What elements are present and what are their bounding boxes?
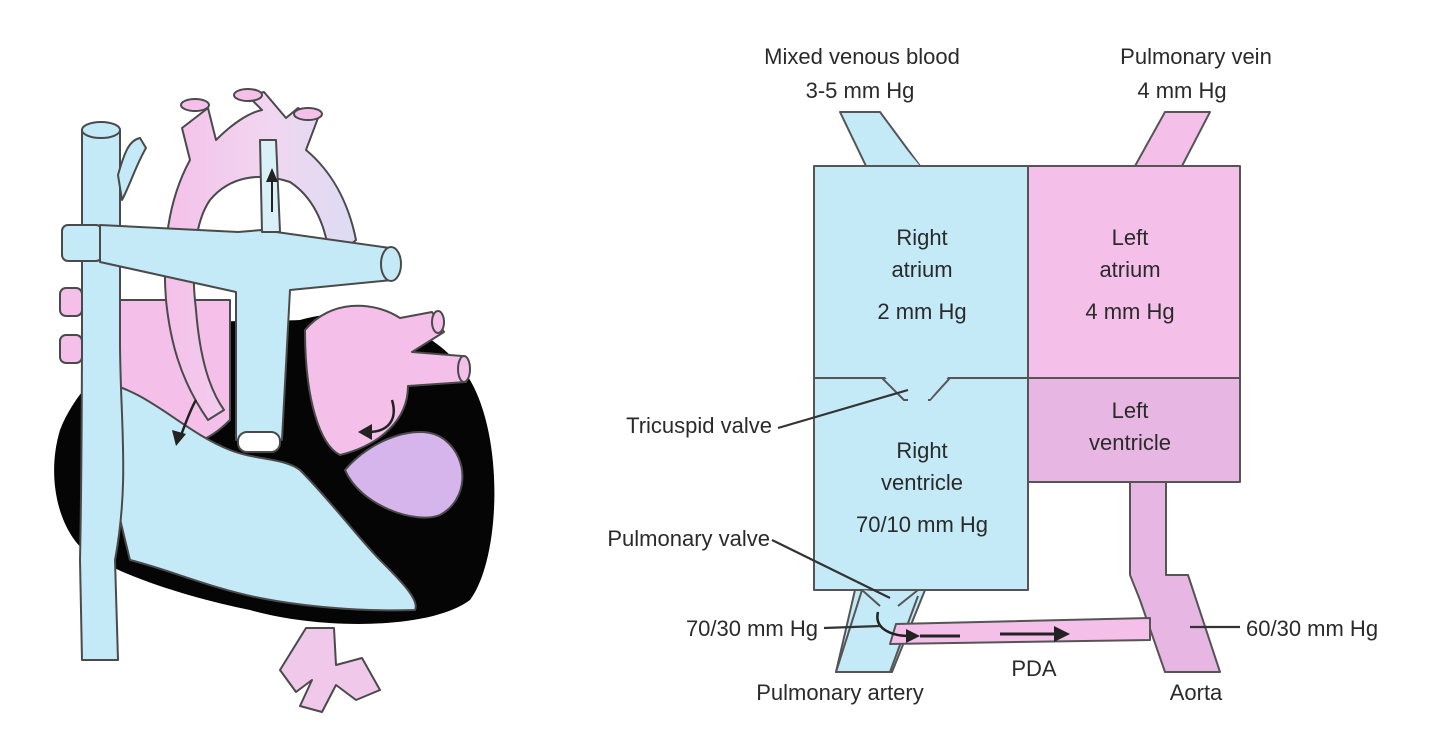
pulmonary-valve-ring [237, 431, 281, 453]
pulmonary-artery-end [380, 246, 402, 282]
pulmonary-vein-title: Pulmonary vein [1120, 44, 1272, 69]
mixed-venous-inflow-b [866, 130, 920, 166]
right-ventricle-label: ventricle [881, 470, 963, 495]
heart-illustration [54, 88, 495, 713]
circulation-schematic [813, 111, 1241, 673]
pulmonary-valve-shape [861, 589, 919, 607]
pulmonary-vein-pressure: 4 mm Hg [1137, 78, 1226, 103]
right-atrium-label: atrium [891, 257, 952, 282]
right-ventricle-box [813, 377, 1029, 591]
pulmonary-artery-stub [59, 334, 83, 364]
pda-channel [889, 617, 1151, 645]
flow-arrow-icon [172, 430, 186, 446]
pulmonary-vein-end [457, 355, 471, 383]
pulmonary-artery-pressure-leader [823, 624, 881, 630]
arch-vessel-top [180, 98, 210, 112]
pulmonary-vein-inflow [1134, 111, 1211, 167]
left-atrium-label: Left [1112, 225, 1149, 250]
aorta-tube [1129, 481, 1221, 673]
tricuspid-valve-label: Tricuspid valve [626, 413, 772, 438]
pulmonary-valve-label: Pulmonary valve [607, 526, 770, 551]
right-atrium-pressure: 2 mm Hg [877, 299, 966, 324]
pulmonary-valve-leader-line [771, 539, 891, 599]
aorta-pressure-label: 60/30 mm Hg [1246, 616, 1378, 641]
left-ventricle-label: Left [1112, 398, 1149, 423]
flow-arrow-icon [876, 611, 911, 638]
pulmonary-vein-end [431, 310, 445, 334]
descending-aorta [279, 627, 381, 713]
left-atrium-label: atrium [1099, 257, 1160, 282]
left-atrium-box [1027, 165, 1241, 379]
mixed-venous-title: Mixed venous blood [764, 44, 960, 69]
aortic-arch [163, 91, 357, 421]
left-atrium-pressure: 4 mm Hg [1085, 299, 1174, 324]
right-ventricle-pressure: 70/10 mm Hg [856, 512, 988, 537]
aorta-label: Aorta [1170, 680, 1223, 705]
pulmonary-artery-label: Pulmonary artery [756, 680, 924, 705]
right-atrium-label: Right [896, 225, 947, 250]
arch-vessel-top [233, 88, 263, 102]
flow-arrow-icon [266, 168, 278, 182]
left-ventricle-box [1027, 377, 1241, 483]
mixed-venous-pressure: 3-5 mm Hg [806, 78, 915, 103]
flow-arrow-icon [1054, 626, 1070, 642]
flow-arrow-icon [367, 399, 395, 434]
pulmonary-artery-stub [61, 224, 103, 262]
left-ventricle-label: ventricle [1089, 430, 1171, 455]
brachiocephalic-vein [117, 137, 147, 201]
flow-arrow-icon [358, 424, 372, 440]
tricuspid-leader-line [777, 388, 909, 430]
vena-cava-tube [79, 129, 125, 661]
arch-vessel-top [293, 107, 323, 121]
vena-cava-top [81, 121, 121, 139]
pulmonary-artery-pressure-label: 70/30 mm Hg [686, 616, 818, 641]
left-ventricle-shape [344, 431, 464, 519]
tricuspid-valve-gap [885, 377, 948, 399]
left-atrium-shape [304, 304, 467, 456]
pulmonary-artery-stub [59, 287, 83, 317]
tricuspid-valve-shape [881, 377, 951, 401]
right-ventricle-label: Right [896, 438, 947, 463]
flow-arrow-icon [906, 629, 920, 643]
ductus-stem [259, 139, 281, 233]
pda-label: PDA [1011, 656, 1057, 681]
pulmonary-artery-trunk [99, 224, 393, 441]
